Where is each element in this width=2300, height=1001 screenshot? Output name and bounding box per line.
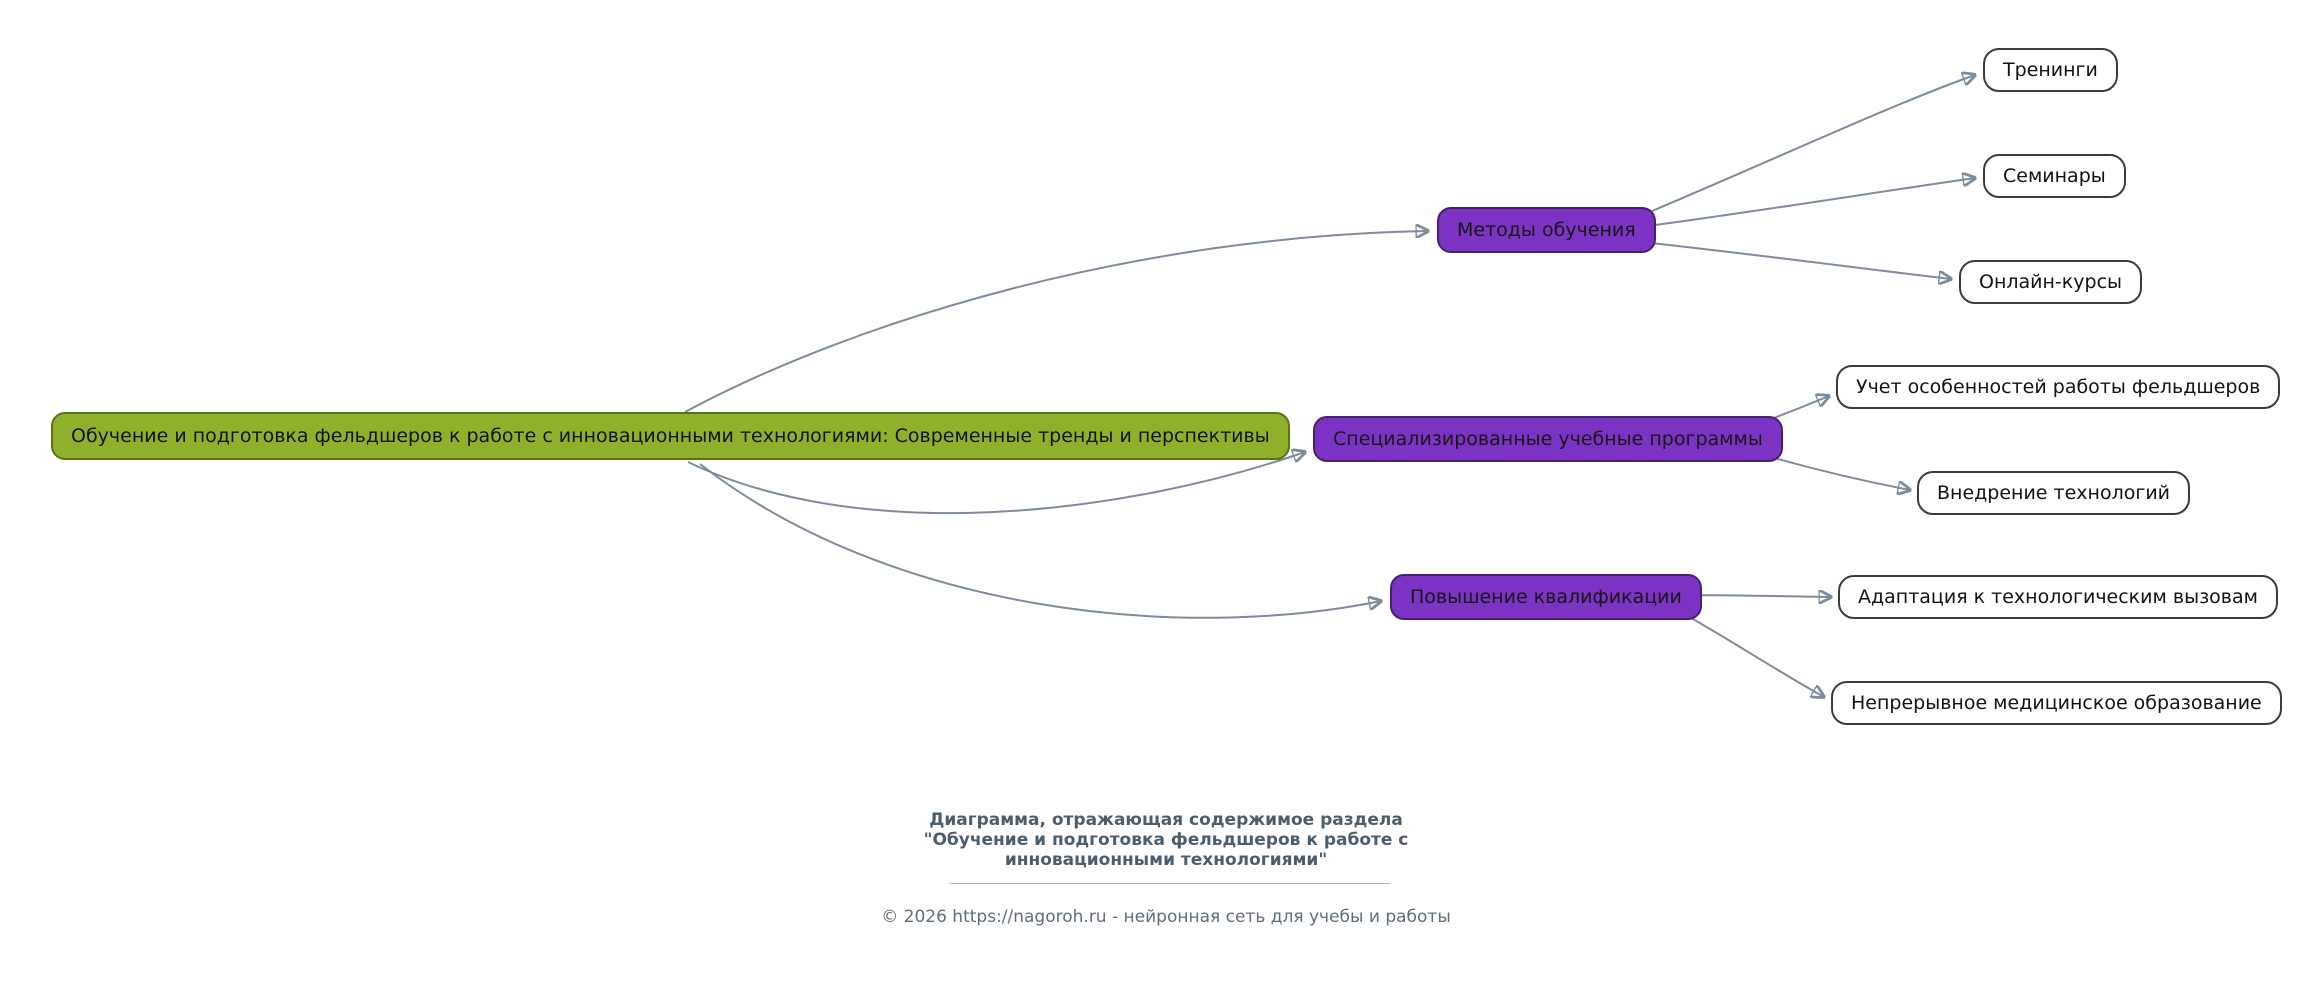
edge-methods-to-trainings [1632,75,1975,220]
branch-node-specialized-programs: Специализированные учебные программы [1313,416,1783,462]
leaf-node-paramedic-work-features: Учет особенностей работы фельдшеров [1836,365,2281,409]
root-node: Обучение и подготовка фельдшеров к работ… [51,412,1290,460]
edge-methods-to-seminars [1632,178,1975,229]
diagram-caption: Диаграмма, отражающая содержимое раздела… [766,810,1566,870]
edge-root-to-upskilling [699,463,1381,619]
leaf-node-technology-implementation: Внедрение технологий [1917,471,2191,515]
copyright-text: © 2026 https://nagoroh.ru - нейронная се… [881,907,1451,927]
leaf-node-continuous-medical-education: Непрерывное медицинское образование [1831,681,2282,725]
edge-root-to-methods [684,231,1428,413]
caption-line-3: инновационными технологиями" [1004,850,1328,870]
leaf-node-online-courses: Онлайн-курсы [1959,260,2143,304]
branch-node-training-methods: Методы обучения [1437,207,1656,253]
edge-methods-to-online [1632,240,1951,279]
leaf-node-seminars: Семинары [1983,154,2126,198]
edge-upskilling-to-continuous [1669,605,1824,697]
leaf-node-adaptation-to-challenges: Адаптация к технологическим вызовам [1838,575,2278,619]
caption-line-2: "Обучение и подготовка фельдшеров к рабо… [923,830,1409,850]
edge-root-to-specialized [687,452,1305,515]
branch-node-upskilling: Повышение квалификации [1390,574,1702,620]
leaf-node-trainings: Тренинги [1983,48,2118,92]
caption-line-1: Диаграмма, отражающая содержимое раздела [929,810,1403,830]
footer-divider [950,883,1390,884]
